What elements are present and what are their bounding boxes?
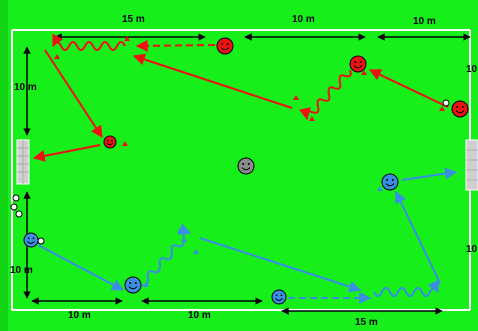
dim-label-top-middle: 10 m (292, 14, 315, 25)
red-player (451, 100, 469, 118)
blue-player (23, 232, 39, 248)
dim-label-left-top: 10 m (14, 82, 37, 93)
cone (377, 186, 383, 191)
cone (193, 249, 199, 254)
red-run-left-diagonal (44, 49, 103, 139)
dim-label-right-bottom: 10 (466, 244, 478, 255)
red-player (103, 135, 117, 149)
red-dribble-top (52, 33, 126, 51)
blue-player (271, 289, 287, 305)
cone (361, 70, 367, 75)
blue-pass-to-goal (401, 167, 458, 181)
cone (122, 141, 128, 146)
dim-label-left-bottom: 10 m (10, 265, 33, 276)
red-pass-to-goal (32, 144, 101, 162)
blue-run-up (395, 190, 441, 284)
neutral-player (237, 157, 255, 175)
ball-cluster-left (10, 194, 23, 218)
blue-long-run (199, 237, 362, 293)
left-margin-strip (0, 0, 8, 331)
red-dribble-center (299, 69, 352, 121)
cone (181, 237, 187, 242)
blue-player (124, 276, 142, 294)
dimension-arrows (23, 33, 471, 315)
blue-dribble-right (373, 279, 439, 297)
red-player (216, 37, 234, 55)
left-goal (16, 139, 30, 185)
cone (439, 106, 445, 111)
ball (37, 237, 45, 245)
dim-label-top-right: 10 m (413, 16, 436, 27)
right-goal (465, 139, 478, 191)
red-long-pass (132, 53, 293, 109)
blue-run-left (37, 244, 125, 291)
ball (442, 99, 450, 107)
cone (124, 36, 130, 41)
cone (309, 116, 315, 121)
cone (293, 95, 299, 100)
dim-label-bottom-left: 10 m (68, 310, 91, 321)
cone (177, 228, 183, 233)
cone (434, 280, 440, 285)
blue-dribble-left (141, 223, 192, 287)
red-player (349, 55, 367, 73)
blue-cones (143, 186, 440, 287)
cone (143, 282, 149, 287)
dim-label-bottom-middle: 10 m (188, 310, 211, 321)
dim-label-right-top: 10 (466, 64, 478, 75)
red-team-moves (32, 33, 449, 162)
dim-label-top-left: 15 m (122, 14, 145, 25)
red-run-right (368, 69, 449, 108)
blue-team-moves (37, 167, 458, 304)
red-dashed-run-top (135, 39, 216, 52)
cone (54, 54, 60, 59)
dim-label-bottom-right: 15 m (355, 317, 378, 328)
red-cones (54, 36, 445, 146)
blue-player (381, 173, 399, 191)
